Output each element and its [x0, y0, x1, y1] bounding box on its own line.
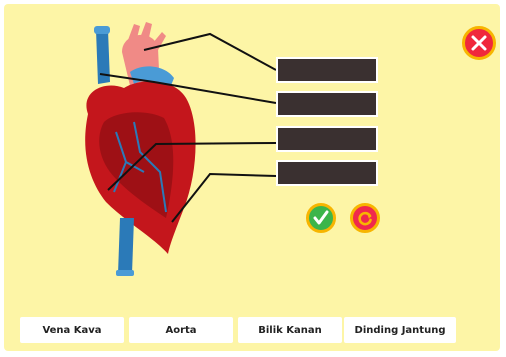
- drop-zone-2[interactable]: [276, 91, 378, 117]
- answer-option-bilik-kanan[interactable]: Bilik Kanan: [238, 317, 342, 343]
- check-icon: [312, 209, 330, 227]
- answer-option-aorta[interactable]: Aorta: [129, 317, 233, 343]
- drop-zone-3[interactable]: [276, 126, 378, 152]
- check-answer-button[interactable]: [306, 203, 336, 233]
- refresh-icon: [356, 209, 374, 227]
- drop-zone-4[interactable]: [276, 160, 378, 186]
- drop-zone-1[interactable]: [276, 57, 378, 83]
- close-icon: [470, 34, 488, 52]
- heart-illustration: [74, 22, 204, 282]
- reset-button[interactable]: [350, 203, 380, 233]
- answer-option-vena-kava[interactable]: Vena Kava: [20, 317, 124, 343]
- game-board: Vena Kava Aorta Bilik Kanan Dinding Jant…: [4, 4, 500, 351]
- answer-option-dinding-jantung[interactable]: Dinding Jantung: [344, 317, 456, 343]
- close-button[interactable]: [462, 26, 496, 60]
